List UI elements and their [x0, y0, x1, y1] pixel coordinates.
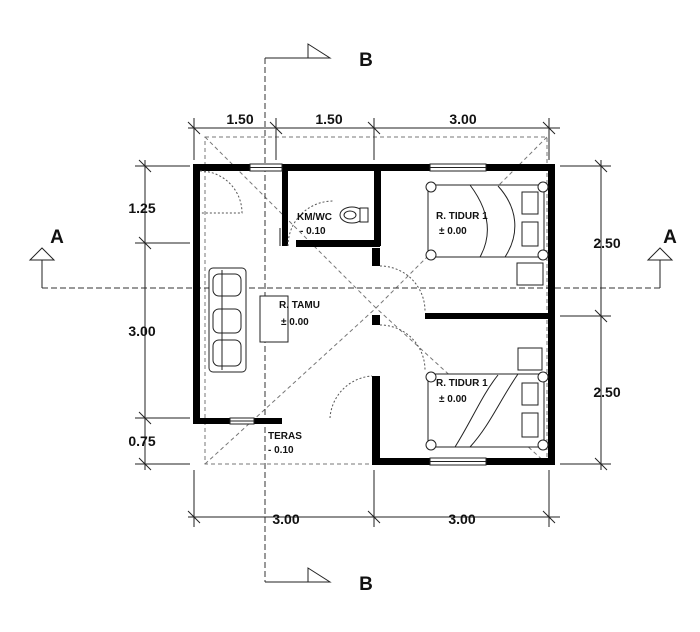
dim-left-3: 0.75 [128, 433, 155, 449]
sofa [208, 267, 247, 373]
walls [193, 164, 555, 465]
room-teras-level: - 0.10 [268, 445, 294, 456]
dim-bottom-2: 3.00 [448, 511, 475, 527]
bed-bottom [425, 347, 549, 451]
section-a-right-label: A [663, 227, 677, 248]
room-kmwc-level: - 0.10 [300, 226, 326, 237]
room-teras-name: TERAS [268, 431, 302, 442]
coffee-table [259, 295, 289, 343]
windows [229, 163, 487, 466]
dim-bottom-1: 3.00 [272, 511, 299, 527]
section-b-bottom-label: B [359, 574, 373, 595]
furniture [208, 181, 549, 451]
dim-top-3: 3.00 [449, 111, 476, 127]
dimension-lines [135, 118, 611, 527]
bed-top [425, 181, 549, 286]
dim-top-2: 1.50 [315, 111, 342, 127]
room-tidur-bottom-name: R. TIDUR 1 [436, 378, 488, 389]
dim-right-1: 2.50 [593, 235, 620, 251]
section-a-left-label: A [50, 227, 64, 248]
dim-left-1: 1.25 [128, 200, 155, 216]
dim-top-1: 1.50 [226, 111, 253, 127]
section-line-a [28, 247, 674, 289]
room-tidur-top-name: R. TIDUR 1 [436, 211, 488, 222]
doors [199, 170, 426, 419]
toilet [339, 206, 369, 224]
room-tidur-bottom-level: ± 0.00 [439, 394, 467, 405]
dim-left-2: 3.00 [128, 323, 155, 339]
room-kmwc-name: KM/WC [297, 212, 332, 223]
section-b-top-label: B [359, 50, 373, 71]
room-tamu-level: ± 0.00 [281, 317, 309, 328]
dim-right-2: 2.50 [593, 384, 620, 400]
room-tidur-top-level: ± 0.00 [439, 226, 467, 237]
room-tamu-name: R. TAMU [279, 300, 320, 311]
